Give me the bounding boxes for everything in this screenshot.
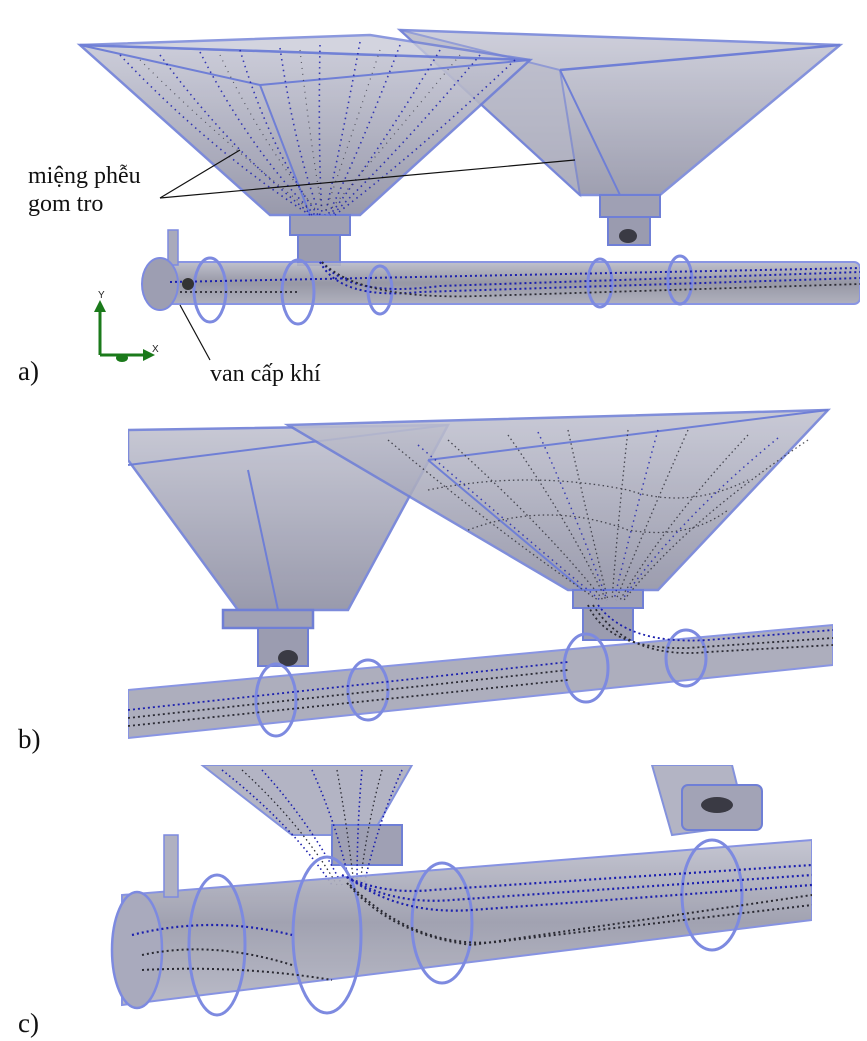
panel-label-b: b) bbox=[18, 724, 41, 754]
pipe-a bbox=[141, 229, 860, 326]
hopper-right-b bbox=[283, 408, 831, 641]
callout-hopper-line-2: gom tro bbox=[28, 191, 104, 217]
hopper-outlet-right-c bbox=[650, 765, 763, 837]
axis-x-label: X bbox=[152, 344, 159, 355]
callout-hopper-mouth: miệng phễu gom tro bbox=[28, 162, 141, 218]
panel-b bbox=[128, 400, 833, 745]
panel-label-c: c) bbox=[18, 1008, 39, 1038]
callout-lines bbox=[159, 149, 576, 361]
pipe-c bbox=[110, 834, 812, 1017]
panel-a: Y X bbox=[60, 0, 860, 380]
panel-c bbox=[92, 765, 812, 1035]
axis-triad: Y X bbox=[94, 290, 159, 362]
hopper-outlet-c bbox=[200, 765, 414, 886]
pipe-b bbox=[128, 604, 833, 740]
callout-hopper-line-1: miệng phễu bbox=[28, 163, 141, 189]
panel-label-a: a) bbox=[18, 356, 39, 386]
callout-air-valve: van cấp khí bbox=[210, 361, 321, 387]
hopper-left bbox=[76, 33, 534, 266]
axis-y-label: Y bbox=[98, 290, 105, 301]
